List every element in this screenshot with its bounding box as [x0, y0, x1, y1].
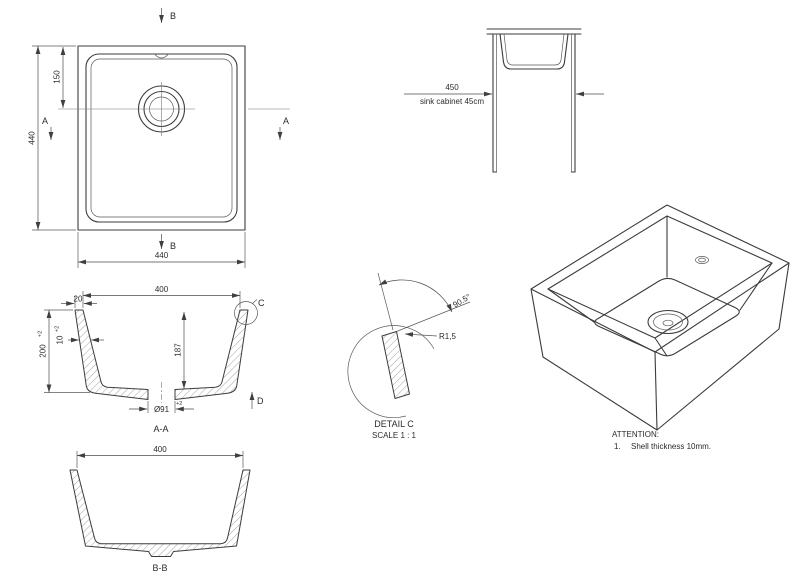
iso-basin-corner-edge — [547, 288, 595, 323]
detail-c-callout-label: C — [258, 298, 265, 308]
aa-dim-depth-tol: +2 — [38, 331, 44, 337]
section-aa-title: A-A — [153, 424, 168, 434]
iso-drain-outer — [647, 309, 689, 335]
aa-dim-inner-depth: 187 — [174, 343, 183, 357]
section-b-label-top: B — [170, 11, 176, 21]
plan-basin-bottom-edge — [90, 58, 233, 218]
cabinet-caption: sink cabinet 45cm — [420, 97, 484, 106]
angle-ext-line-1 — [396, 301, 471, 332]
plan-view: B B A A 440 150 440 — [28, 8, 290, 268]
detail-c-scale: SCALE 1 : 1 — [372, 431, 417, 440]
angle-ext-line-2 — [377, 272, 394, 331]
radius-leader — [404, 332, 438, 337]
iso-basin-corner-edge — [654, 337, 668, 357]
section-b-label-bottom: B — [170, 241, 176, 251]
view-d-label: D — [257, 396, 264, 406]
aa-dim-wall-tol: +2 — [55, 326, 61, 332]
section-a-label-right: A — [283, 116, 289, 126]
plan-dim-height: 440 — [28, 131, 37, 145]
attention-heading: ATTENTION: — [612, 430, 659, 439]
aa-dim-drain: Ø91 — [154, 405, 170, 414]
iso-rim-outer — [530, 204, 790, 353]
basin-inner-profile — [503, 33, 565, 66]
attention-item-text: Shell thickness 10mm. — [631, 442, 711, 451]
section-a-label-left: A — [42, 116, 48, 126]
detail-c-callout-circle — [234, 301, 258, 325]
basin-outer-profile — [499, 33, 569, 70]
detail-wall-section — [381, 331, 410, 399]
section-aa-view: 400 20 200 +2 10 +2 187 C D Ø91 + — [38, 285, 266, 434]
attention-note: ATTENTION: 1. Shell thickness 10mm. — [612, 430, 711, 451]
angle-dim-arc — [378, 279, 453, 313]
detail-c-title: DETAIL C — [374, 419, 414, 429]
bb-dim-inner-width: 400 — [153, 445, 167, 454]
cabinet-dim-width: 450 — [445, 83, 459, 92]
iso-overflow-hole-inner — [698, 257, 706, 263]
plan-overflow-notch — [154, 54, 169, 59]
aa-dim-drain-tol: +2 — [176, 401, 182, 407]
wall-section-left — [74, 309, 149, 400]
aa-dim-wall: 10 — [56, 335, 65, 344]
iso-basin-corner-edge — [739, 262, 773, 311]
plan-dim-width: 440 — [155, 251, 169, 260]
plan-dim-drain-offset: 150 — [53, 70, 62, 84]
section-bb-title: B-B — [152, 563, 167, 573]
detail-radius-label: R1,5 — [439, 332, 456, 341]
wall-section-right — [174, 309, 249, 400]
iso-drain-mid — [653, 313, 683, 331]
iso-view — [530, 204, 790, 431]
bb-wall-section — [69, 469, 251, 557]
plan-outer-edge — [77, 45, 246, 231]
attention-item-number: 1. — [614, 442, 621, 451]
iso-drain-center — [662, 319, 674, 327]
aa-dim-inner-width: 400 — [155, 285, 169, 294]
section-bb-view: 400 B-B — [69, 445, 251, 573]
aa-dim-depth: 200 — [39, 344, 48, 358]
detail-angle-label: 90.5° — [451, 292, 472, 309]
cabinet-view: 450 sink cabinet 45cm — [404, 28, 604, 173]
aa-dim-rim-width: 20 — [74, 295, 83, 304]
iso-rim-inner — [547, 215, 773, 339]
detail-c-leader — [252, 299, 258, 304]
plan-inner-rim — [85, 53, 238, 223]
iso-front-corner-edge — [654, 351, 658, 431]
detail-boundary-arc — [347, 325, 435, 418]
iso-overflow-hole — [695, 256, 709, 264]
detail-c-view: 90.5° R1,5 DETAIL C SCALE 1 : 1 — [347, 272, 472, 440]
iso-basin-bottom — [594, 277, 740, 357]
